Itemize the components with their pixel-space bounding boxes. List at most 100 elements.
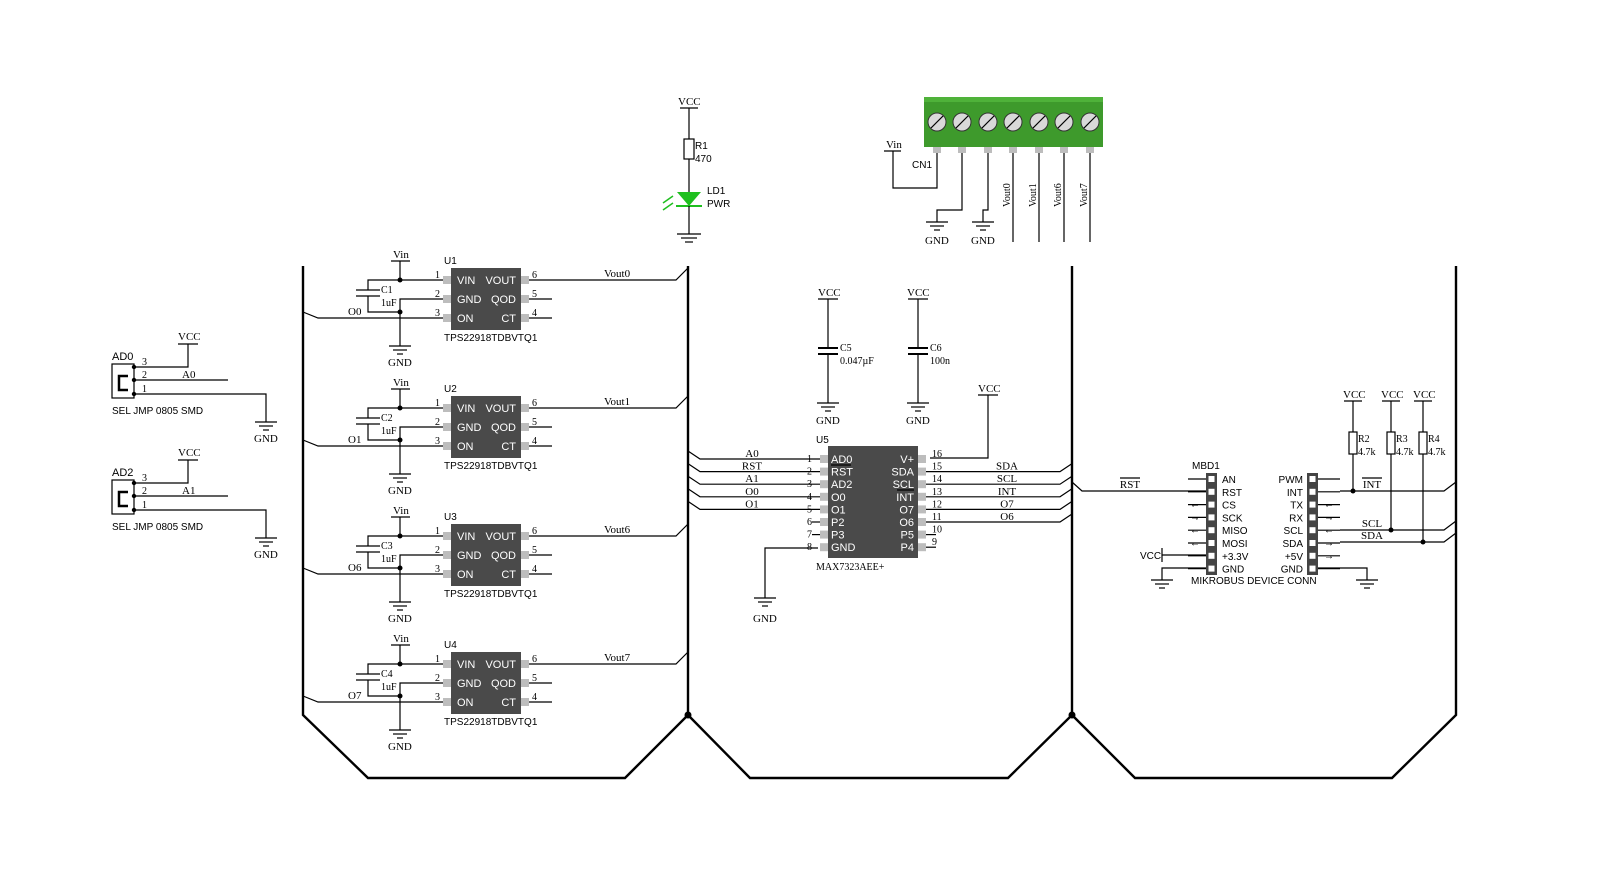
pin-pad <box>443 570 451 578</box>
terminal-pin <box>1060 147 1068 153</box>
pin-name: CT <box>501 569 516 581</box>
header-pin <box>1208 527 1215 534</box>
pin-number: 9 <box>932 537 937 548</box>
jumper-pin-number: 1 <box>142 500 147 511</box>
pin-pad <box>521 276 529 284</box>
jumper-bridge <box>117 374 128 392</box>
header-pin <box>1208 565 1215 572</box>
net-label: INT <box>1363 479 1382 491</box>
net-label: O7 <box>348 690 362 702</box>
ld1-value: PWR <box>707 199 730 210</box>
arrow-icon: ← <box>1190 538 1200 549</box>
pin-number: 13 <box>932 487 942 498</box>
pin-number: 5 <box>532 417 537 428</box>
header-pin <box>1309 476 1316 482</box>
net-label: SDA <box>1361 530 1383 542</box>
gnd-symbol <box>389 345 411 355</box>
section-frames <box>301 266 1458 780</box>
header-pin <box>1208 488 1215 495</box>
pin-pad <box>443 551 451 559</box>
pin-name: GND <box>831 542 856 554</box>
pin-number: 5 <box>532 673 537 684</box>
c6-value: 100n <box>930 356 950 367</box>
pin-name: CT <box>501 441 516 453</box>
u5-part: MAX7323AEE+ <box>816 562 885 573</box>
mikrobus-connector: MBD1 MIKROBUS DEVICE CONN ANRSTCSSCKMISO… <box>1071 461 1457 589</box>
mikrobus-pin-label: MOSI <box>1222 539 1248 550</box>
switch-part: TPS22918TDBVTQ1 <box>444 461 538 472</box>
net-label: Vout1 <box>604 396 630 408</box>
terminal-pin <box>984 147 992 153</box>
arrow-icon: → <box>1324 538 1334 549</box>
mikrobus-pin-label: GND <box>1222 565 1244 576</box>
pin-name: AD2 <box>831 479 852 491</box>
net-label: O7 <box>1000 498 1014 510</box>
pin-pad <box>820 467 828 476</box>
pin-pad <box>443 679 451 687</box>
gnd-label: GND <box>388 485 412 497</box>
pin-number: 1 <box>435 526 440 537</box>
mikrobus-pin-label: RX <box>1289 513 1303 524</box>
vcc-label: VCC <box>1381 389 1404 401</box>
pin-name: QOD <box>491 422 516 434</box>
pin-pad <box>918 467 926 476</box>
pin-number: 2 <box>435 545 440 556</box>
pin-name: O0 <box>831 492 846 504</box>
net-label: SDA <box>996 461 1018 473</box>
mikrobus-label: MIKROBUS DEVICE CONN <box>1191 576 1317 587</box>
vin-label: Vin <box>393 505 409 517</box>
resistor-value: 4.7k <box>1428 447 1446 458</box>
net-label: O6 <box>348 562 362 574</box>
pin-pad <box>521 295 529 303</box>
switch-chip <box>451 268 521 330</box>
pin-number: 5 <box>532 545 537 556</box>
resistor-ref: R4 <box>1428 434 1440 445</box>
pin-name: ON <box>457 569 474 581</box>
pin-name: O6 <box>899 517 914 529</box>
gnd-label: GND <box>906 415 930 427</box>
mikrobus-pin-label: TX <box>1290 501 1303 512</box>
pin-name: AD0 <box>831 454 852 466</box>
arrow-icon: → <box>1324 551 1334 562</box>
pin-pad <box>820 505 828 514</box>
pin-pad <box>443 314 451 322</box>
pin-number: 4 <box>532 692 537 703</box>
pin-name: GND <box>457 422 482 434</box>
pin-name: VOUT <box>485 403 516 415</box>
switch-chip <box>451 396 521 458</box>
terminal-pin <box>1086 147 1094 153</box>
pin-number: 6 <box>532 398 537 409</box>
pin-pad <box>820 455 828 463</box>
vin-label: Vin <box>393 633 409 645</box>
net-label: O6 <box>1000 511 1014 523</box>
pin-number: 2 <box>435 289 440 300</box>
jumper-pin-number: 2 <box>142 370 147 381</box>
pin-pad <box>820 518 828 526</box>
mikrobus-pin-label: PWM <box>1279 475 1303 486</box>
terminal-pin <box>958 147 966 153</box>
mikrobus-pin-label: SCL <box>1284 526 1304 537</box>
pin-pad <box>443 660 451 668</box>
switch-chip <box>451 524 521 586</box>
header-pin <box>1309 565 1316 572</box>
pin-pad <box>521 423 529 431</box>
pin-name: GND <box>457 550 482 562</box>
vin-label: Vin <box>393 249 409 261</box>
pin-number: 3 <box>435 436 440 447</box>
vcc-label: VCC <box>178 447 201 459</box>
pin-number: 3 <box>435 308 440 319</box>
cn1-ref: CN1 <box>912 160 932 171</box>
net-label: INT <box>998 486 1017 498</box>
arrow-icon: ← <box>1324 500 1334 511</box>
pin-number: 6 <box>532 270 537 281</box>
pin-number: 4 <box>532 308 537 319</box>
pin-name: ON <box>457 441 474 453</box>
switch-part: TPS22918TDBVTQ1 <box>444 589 538 600</box>
pin-name: GND <box>457 678 482 690</box>
jumper-ref: AD2 <box>112 467 133 479</box>
gnd-symbol <box>389 729 411 739</box>
net-label: A0 <box>182 369 196 381</box>
c6-ref: C6 <box>930 343 942 354</box>
